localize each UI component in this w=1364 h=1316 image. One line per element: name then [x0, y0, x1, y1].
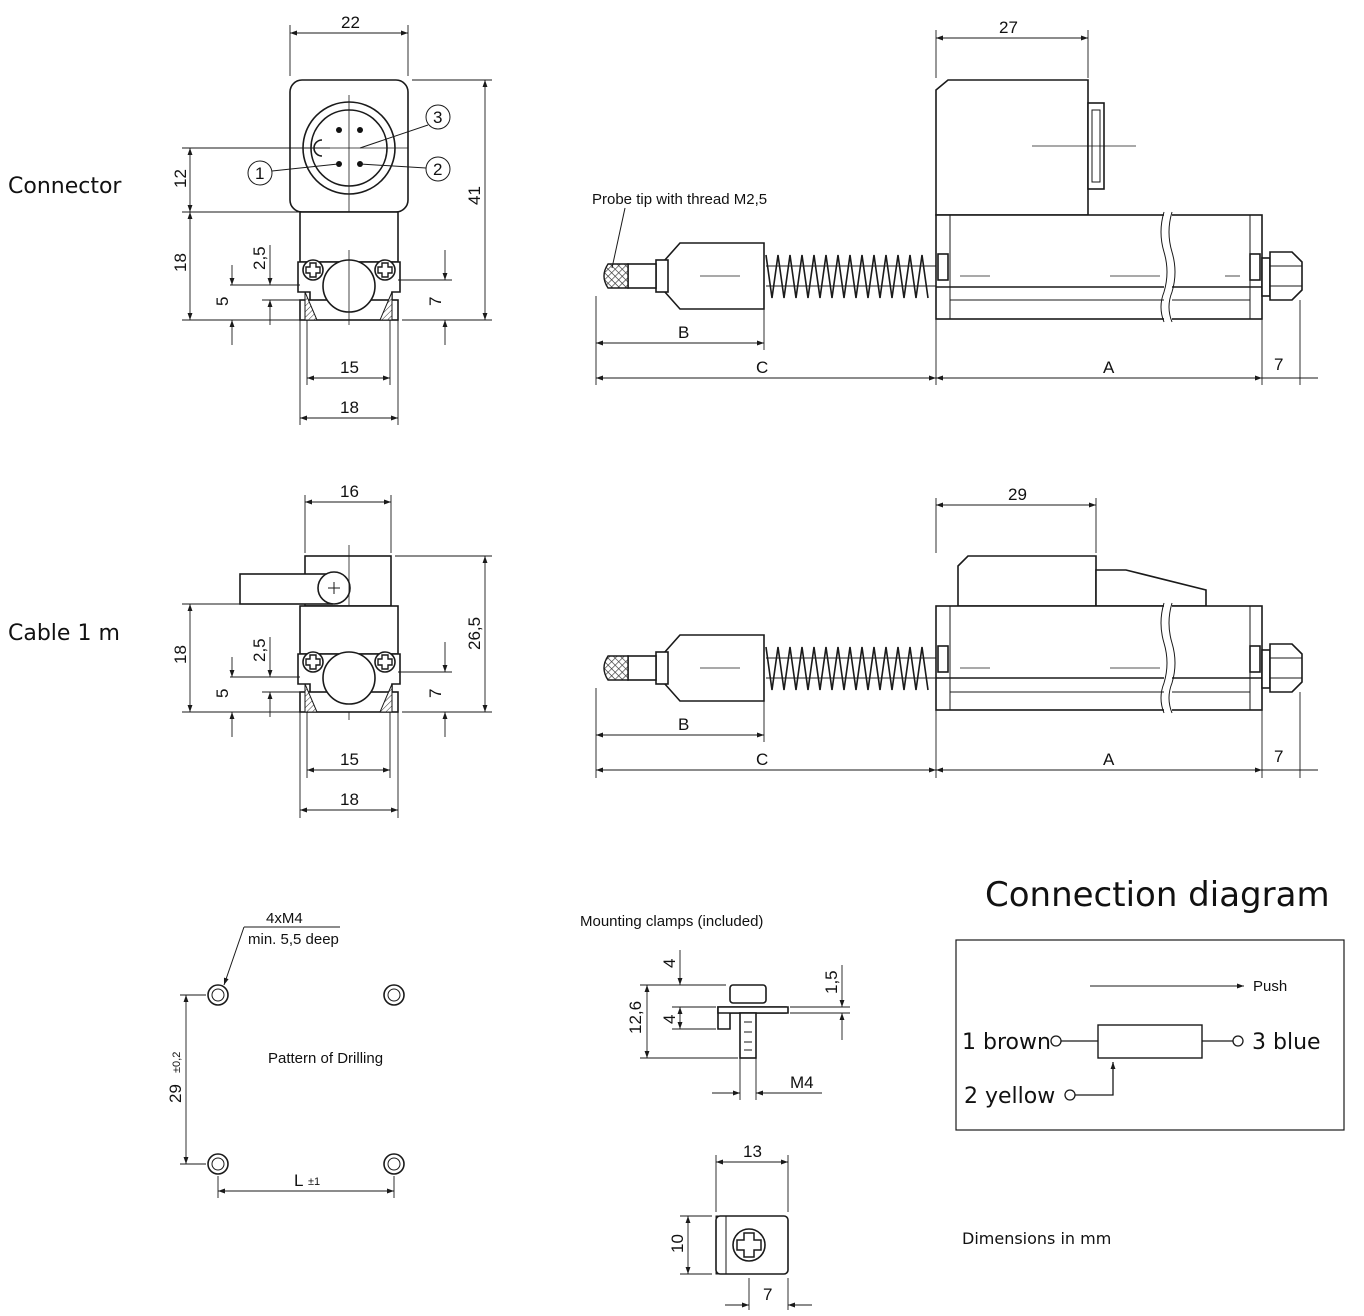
svg-text:7: 7: [1274, 355, 1283, 374]
svg-text:7: 7: [426, 297, 445, 306]
svg-text:B: B: [678, 715, 689, 734]
svg-text:29: 29: [166, 1084, 185, 1103]
svg-text:27: 27: [999, 18, 1018, 37]
pin-callout-2: [425, 156, 451, 182]
svg-text:18: 18: [340, 398, 359, 417]
svg-text:10: 10: [668, 1234, 687, 1253]
svg-text:1,5: 1,5: [822, 970, 841, 994]
svg-text:±1: ±1: [308, 1176, 320, 1188]
svg-text:5: 5: [213, 689, 232, 698]
clamps-label: Mounting clamps (included): [580, 913, 763, 930]
pin-callout-1: [247, 160, 273, 186]
svg-text:7: 7: [426, 689, 445, 698]
sensor-body-cable: [935, 605, 1263, 711]
probe-tip-label: Probe tip with thread M2,5: [592, 191, 767, 208]
connection-diagram: Connection diagram Push 1 brown 3 blue 2…: [955, 875, 1345, 1131]
svg-text:3: 3: [433, 108, 442, 127]
mounting-clamps: Mounting clamps (included) 4 4 12,6 1,5 …: [580, 913, 850, 1310]
svg-text:Push: Push: [1253, 978, 1287, 995]
connector-box: [935, 79, 1089, 216]
connection-diagram-title: Connection diagram: [985, 875, 1330, 915]
svg-text:C: C: [756, 358, 768, 377]
svg-text:13: 13: [743, 1142, 762, 1161]
svg-text:12,6: 12,6: [626, 1001, 645, 1034]
svg-text:±0,2: ±0,2: [171, 1052, 183, 1073]
drilling-pattern: Pattern of Drilling 4xM4 min. 5,5 deep 2…: [166, 910, 405, 1198]
cable-front-view: Cable 1 m 16 18 26,5 2,5: [8, 482, 492, 818]
svg-text:29: 29: [1008, 485, 1027, 504]
sensor-body: [935, 214, 1263, 320]
svg-text:5: 5: [213, 297, 232, 306]
svg-text:22: 22: [341, 13, 360, 32]
svg-text:18: 18: [340, 790, 359, 809]
svg-text:2,5: 2,5: [250, 638, 269, 662]
potentiometer: [1097, 1024, 1203, 1059]
svg-text:18: 18: [171, 253, 190, 272]
cable: [239, 573, 333, 605]
svg-text:4: 4: [660, 1015, 679, 1024]
svg-text:3 blue: 3 blue: [1252, 1030, 1321, 1055]
svg-text:7: 7: [1274, 747, 1283, 766]
cable-exit: [1095, 569, 1207, 607]
units-note: Dimensions in mm: [962, 1229, 1111, 1248]
svg-text:15: 15: [340, 750, 359, 769]
svg-text:26,5: 26,5: [465, 617, 484, 650]
spring: [765, 254, 929, 299]
svg-text:B: B: [678, 323, 689, 342]
svg-text:M4: M4: [790, 1073, 814, 1092]
pin-callout-3: [425, 104, 451, 130]
cable-side-view: 29 B C A 7: [595, 485, 1318, 778]
svg-text:C: C: [756, 750, 768, 769]
svg-text:15: 15: [340, 358, 359, 377]
connection-diagram-frame: [955, 939, 1345, 1131]
svg-text:18: 18: [171, 645, 190, 664]
svg-text:L: L: [294, 1171, 303, 1190]
svg-text:2,5: 2,5: [250, 246, 269, 270]
svg-text:4: 4: [660, 959, 679, 968]
svg-text:41: 41: [465, 186, 484, 205]
connector-front-view: Connector 1 2 3 22: [8, 13, 492, 425]
connector-side-view: Probe tip with thread M2,5 27 B C A 7: [592, 18, 1318, 385]
probe-tip: [603, 263, 629, 289]
pattern-label: Pattern of Drilling: [268, 1050, 383, 1067]
svg-text:1: 1: [255, 164, 264, 183]
svg-text:min. 5,5 deep: min. 5,5 deep: [248, 931, 339, 948]
cable-label: Cable 1 m: [8, 621, 120, 646]
svg-text:A: A: [1103, 750, 1115, 769]
svg-text:7: 7: [763, 1285, 772, 1304]
svg-text:4xM4: 4xM4: [266, 910, 303, 927]
connector-label: Connector: [8, 174, 122, 199]
svg-text:2: 2: [433, 160, 442, 179]
svg-text:2 yellow: 2 yellow: [964, 1084, 1055, 1109]
svg-text:16: 16: [340, 482, 359, 501]
cable-box: [957, 555, 1097, 607]
svg-text:1 brown: 1 brown: [962, 1030, 1051, 1055]
svg-text:A: A: [1103, 358, 1115, 377]
svg-text:12: 12: [171, 169, 190, 188]
